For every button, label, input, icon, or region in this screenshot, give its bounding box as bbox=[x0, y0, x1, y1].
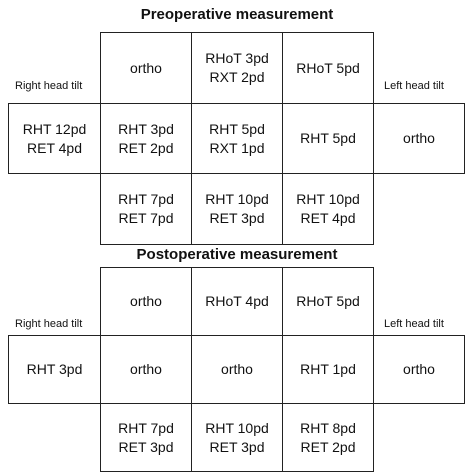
cell-text: RHT 10pd bbox=[205, 419, 269, 436]
preoperative-left-head-tilt-cell: ortho bbox=[373, 103, 465, 174]
cell-text: RET 4pd bbox=[27, 139, 82, 156]
cell-text: RHT 5pd bbox=[300, 130, 356, 146]
postoperative-title: Postoperative measurement bbox=[136, 246, 338, 263]
preoperative-grid-cell: ortho bbox=[100, 32, 192, 104]
postoperative-grid-cell: RHoT 4pd bbox=[191, 267, 283, 336]
preoperative-grid-cell: RHT 5pd bbox=[282, 103, 374, 174]
cell-text: RET 2pd bbox=[118, 139, 174, 156]
postoperative-left-head-tilt-cell: ortho bbox=[373, 335, 465, 404]
cell-text: RET 4pd bbox=[300, 210, 356, 226]
cell-text: ortho bbox=[403, 361, 435, 377]
cell-text: RHT 10pd bbox=[296, 191, 360, 207]
cell-text: ortho bbox=[130, 293, 162, 309]
cell-text: RET 7pd bbox=[118, 210, 174, 226]
cell-text: ortho bbox=[130, 59, 162, 76]
cell-text: RXT 1pd bbox=[209, 139, 265, 156]
postoperative-grid-cell: RHT 1pd bbox=[282, 335, 374, 404]
postoperative-grid-cell: ortho bbox=[100, 335, 192, 404]
cell-text: RHT 12pd bbox=[22, 120, 87, 137]
cell-text: RET 3pd bbox=[209, 210, 265, 226]
preoperative-grid-cell: RHoT 5pd bbox=[282, 32, 374, 104]
preoperative-left-head-tilt-label: Left head tilt bbox=[384, 80, 444, 92]
cell-text: RHoT 3pd bbox=[205, 50, 269, 66]
preoperative-right-head-tilt-label: Right head tilt bbox=[15, 80, 83, 92]
cell-text: RXT 2pd bbox=[209, 69, 265, 85]
postoperative-grid-cell: ortho bbox=[100, 267, 192, 336]
cell-text: RHT 8pd bbox=[300, 419, 356, 436]
cell-text: RHT 3pd bbox=[118, 120, 174, 137]
postoperative-grid-cell: ortho bbox=[191, 335, 283, 404]
cell-text: ortho bbox=[221, 361, 253, 377]
postoperative-right-head-tilt-label: Right head tilt bbox=[15, 318, 83, 330]
cell-text: RET 3pd bbox=[118, 438, 174, 455]
postoperative-left-head-tilt-label: Left head tilt bbox=[384, 318, 444, 330]
postoperative-right-head-tilt-cell: RHT 3pd bbox=[8, 335, 101, 404]
cell-text: RHT 10pd bbox=[205, 191, 269, 207]
cell-text: RHT 7pd bbox=[118, 191, 174, 207]
cell-text: RET 3pd bbox=[209, 438, 265, 455]
preoperative-title: Preoperative measurement bbox=[140, 6, 334, 23]
cell-text: RET 2pd bbox=[300, 438, 356, 455]
postoperative-grid-cell: RHoT 5pd bbox=[282, 267, 374, 336]
cell-text: RHT 3pd bbox=[26, 361, 83, 377]
cell-text: RHT 7pd bbox=[118, 419, 174, 436]
cell-text: RHT 1pd bbox=[300, 361, 356, 377]
cell-text: RHT 5pd bbox=[209, 120, 265, 137]
cell-text: ortho bbox=[403, 130, 435, 146]
cell-text: RHoT 5pd bbox=[296, 59, 360, 76]
cell-text: RHoT 4pd bbox=[205, 293, 269, 309]
cell-text: RHoT 5pd bbox=[296, 293, 360, 309]
cell-text: ortho bbox=[130, 361, 162, 377]
